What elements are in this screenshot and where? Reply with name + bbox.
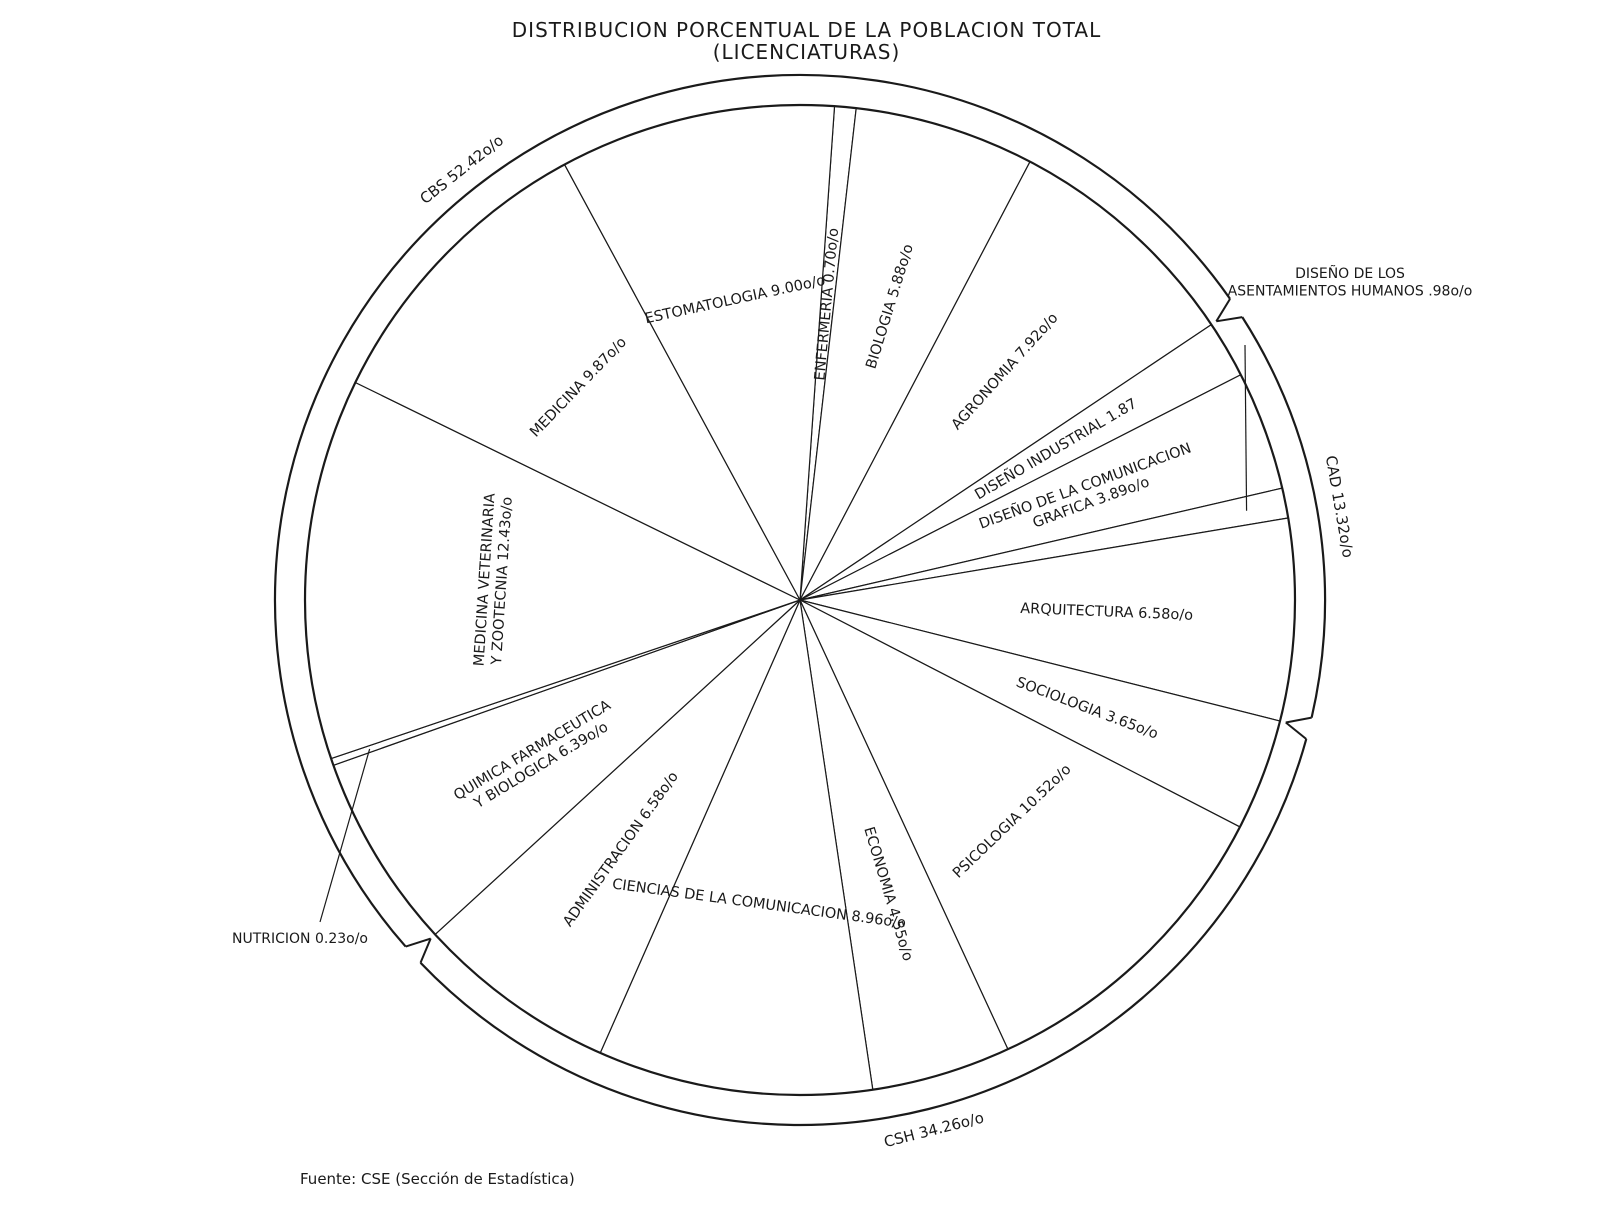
- group-label-0: CAD 13.32o/o: [1322, 454, 1357, 559]
- leader-line-13: [319, 748, 371, 923]
- group-arc-tick: [419, 938, 432, 964]
- slice-label-line: DISEÑO DE LOS: [1295, 265, 1405, 282]
- group-arc-1: [419, 738, 1308, 1127]
- group-arc-tick: [1285, 721, 1307, 740]
- leader-line-5: [1244, 344, 1248, 511]
- chart-title: DISTRIBUCION PORCENTUAL DE LA POBLACION …: [511, 18, 1102, 42]
- slice-label-6: ARQUITECTURA 6.58o/o: [1020, 601, 1193, 624]
- group-arc-2: [273, 73, 1231, 948]
- slice-label-5: DISEÑO DE LOS ASENTAMIENTOS HUMANOS .98o/…: [1228, 265, 1473, 300]
- slice-label-line: ASENTAMIENTOS HUMANOS .98o/o: [1228, 284, 1473, 300]
- slice-label-line: NUTRICION 0.23o/o: [232, 931, 368, 947]
- pie-outline: [303, 103, 1297, 1097]
- group-arc-tick: [1285, 716, 1312, 724]
- group-label-2: CBS 52.42o/o: [416, 131, 507, 208]
- slice-label-13: NUTRICION 0.23o/o: [232, 931, 368, 947]
- group-arc-tick: [405, 937, 431, 948]
- slice-label-line: ARQUITECTURA 6.58o/o: [1020, 601, 1193, 624]
- group-arc-0: [1241, 316, 1327, 718]
- group-arc-tick: [1215, 298, 1231, 322]
- chart-subtitle: (LICENCIATURAS): [712, 40, 901, 64]
- chart-source: Fuente: CSE (Sección de Estadística): [300, 1170, 575, 1188]
- group-arc-tick: [1216, 316, 1243, 323]
